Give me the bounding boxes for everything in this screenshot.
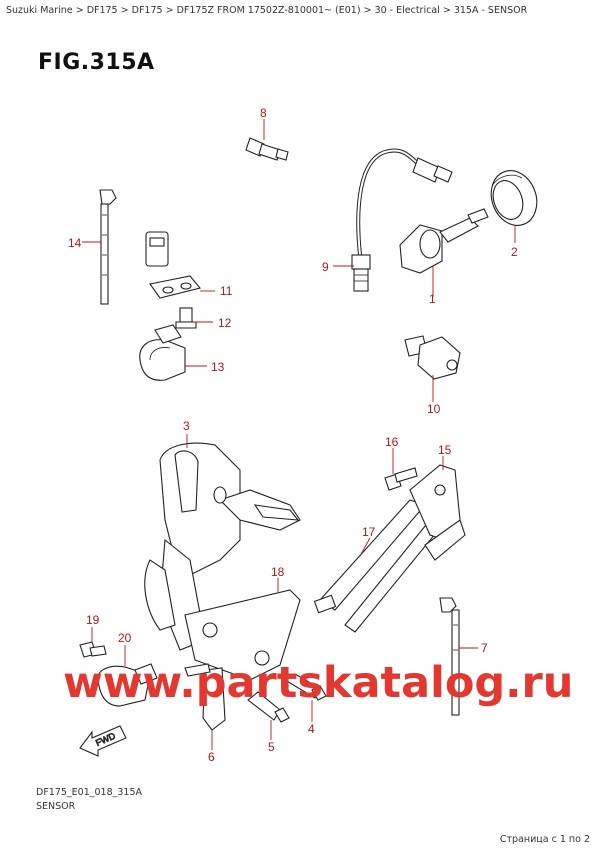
part-7-cable-tie[interactable]: [439, 597, 460, 716]
part-12-bolt[interactable]: [175, 307, 197, 329]
breadcrumb-section[interactable]: 30 - Electrical: [374, 5, 440, 16]
callout-5[interactable]: 5: [268, 740, 275, 754]
breadcrumb-separator: >: [75, 5, 84, 16]
part-11-plate[interactable]: [149, 275, 201, 299]
callout-3[interactable]: 3: [183, 419, 190, 433]
part-10-sensor[interactable]: [404, 335, 461, 380]
part-9-sensor-cable[interactable]: [351, 148, 453, 292]
callout-1[interactable]: 1: [429, 292, 436, 306]
part-8-sensor-cable[interactable]: [145, 120, 289, 267]
callout-10[interactable]: 10: [427, 402, 441, 416]
breadcrumb-separator: >: [363, 5, 372, 16]
callout-15[interactable]: 15: [438, 443, 452, 457]
breadcrumb: Suzuki Marine > DF175 > DF175 > DF175Z F…: [6, 5, 527, 16]
breadcrumb-model-2[interactable]: DF175: [131, 5, 163, 16]
callout-13[interactable]: 13: [211, 360, 225, 374]
part-17-lever[interactable]: [313, 499, 441, 633]
part-6-clamp[interactable]: [184, 663, 226, 731]
callout-8[interactable]: 8: [260, 106, 267, 120]
leader-lines: [82, 119, 516, 750]
breadcrumb-separator: >: [442, 5, 451, 16]
callout-18[interactable]: 18: [271, 565, 285, 579]
watermark: www.partskatalog.ru: [63, 658, 573, 708]
part-18-plate[interactable]: [184, 589, 301, 681]
part-14-cable-tie[interactable]: [99, 189, 117, 305]
part-2-grommet[interactable]: [484, 164, 544, 232]
figure-code: DF175_E01_018_315A: [36, 787, 143, 798]
callout-14[interactable]: 14: [68, 236, 82, 250]
breadcrumb-brand[interactable]: Suzuki Marine: [6, 5, 73, 16]
callout-11[interactable]: 11: [220, 284, 233, 298]
part-19-bolt[interactable]: [79, 641, 107, 658]
callout-16[interactable]: 16: [385, 435, 399, 449]
breadcrumb-model-1[interactable]: DF175: [86, 5, 118, 16]
part-15-bracket[interactable]: [409, 464, 466, 561]
callout-17[interactable]: 17: [362, 525, 376, 539]
callout-2[interactable]: 2: [511, 245, 518, 259]
figure-name: SENSOR: [36, 801, 76, 812]
figure-title: FIG.315A: [38, 50, 155, 75]
breadcrumb-variant[interactable]: DF175Z FROM 17502Z-810001~ (E01): [176, 5, 361, 16]
callout-7[interactable]: 7: [481, 641, 488, 655]
breadcrumb-current-page: 315A - SENSOR: [453, 5, 528, 16]
callout-19[interactable]: 19: [86, 613, 100, 627]
part-20-clamp[interactable]: [97, 663, 158, 707]
part-3-bracket[interactable]: [144, 442, 301, 651]
forward-arrow-icon: FWD: [79, 725, 127, 757]
callout-12[interactable]: 12: [218, 316, 232, 330]
callout-9[interactable]: 9: [322, 260, 329, 274]
callout-20[interactable]: 20: [118, 631, 132, 645]
part-16-bolt[interactable]: [384, 467, 418, 491]
part-1-sensor[interactable]: [399, 208, 489, 274]
breadcrumb-separator: >: [165, 5, 174, 16]
part-13-clamp[interactable]: [139, 324, 186, 381]
callout-6[interactable]: 6: [208, 750, 215, 764]
callouts: 8 14 11 12 13 9 1 2 10 3 16 15 17 18 19 …: [68, 106, 518, 764]
breadcrumb-separator: >: [120, 5, 129, 16]
part-5-screw[interactable]: [247, 691, 290, 723]
callout-4[interactable]: 4: [308, 722, 315, 736]
page-counter: Страница с 1 по 2: [499, 834, 590, 845]
part-4-screw[interactable]: [283, 673, 327, 701]
